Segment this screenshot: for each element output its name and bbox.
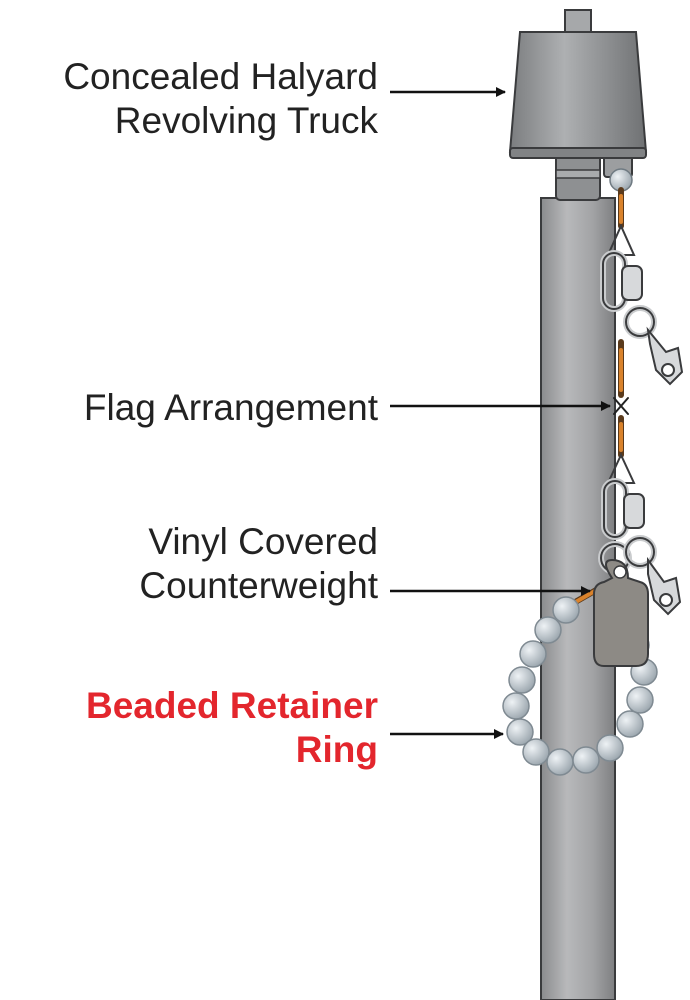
ring-label-line-2: Ring [295,729,378,770]
revolving-truck [508,9,648,159]
beaded-retainer-ring-front [502,596,624,776]
truck-label-line-2: Revolving Truck [114,100,378,141]
flag-label-line-1: Flag Arrangement [83,387,378,428]
counterweight-label-line-2: Counterweight [139,565,378,606]
counterweight-label: Vinyl Covered Counterweight [139,520,378,608]
upper-snap-hooks [600,250,684,386]
beaded-ring-label: Beaded Retainer Ring [86,684,378,772]
counterweight-label-line-1: Vinyl Covered [148,521,378,562]
truck-label-line-1: Concealed Halyard [63,56,378,97]
ring-label-line-1: Beaded Retainer [86,685,378,726]
truck-label: Concealed Halyard Revolving Truck [63,55,378,143]
vinyl-counterweight [593,558,649,667]
flag-arrangement-label: Flag Arrangement [84,386,378,430]
lower-snap-hooks [598,478,682,616]
